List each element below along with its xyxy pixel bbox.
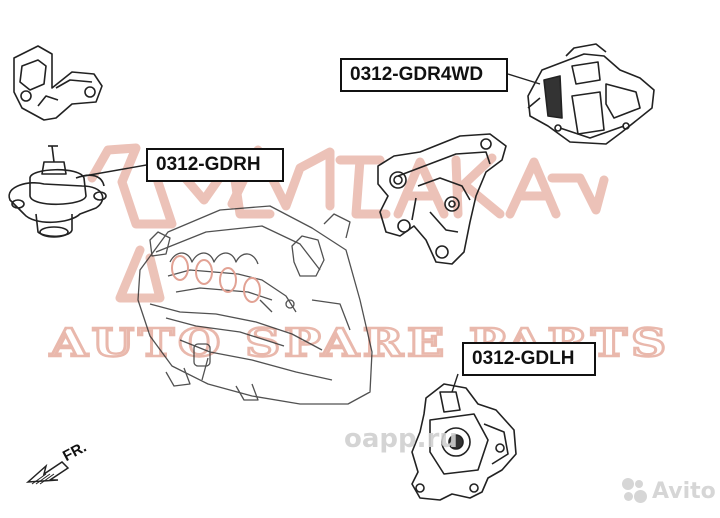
leader-lines [83, 73, 541, 393]
mount-gdrh [8, 145, 107, 238]
mount-bracket-top-left [13, 45, 103, 121]
mount-gdlh [411, 383, 517, 501]
engine-highlight [171, 255, 261, 303]
avito-logo-icon [622, 478, 648, 504]
arrow-icon [25, 461, 70, 485]
corner-watermark-left: oapp.ru [344, 424, 458, 454]
corner-watermark-right: Avito [622, 478, 716, 504]
engine-bracket-center [377, 133, 507, 265]
part-label-gdlh: 0312-GDLH [462, 342, 596, 376]
part-label-gdr4wd: 0312-GDR4WD [340, 58, 508, 92]
part-label-gdrh: 0312-GDRH [146, 148, 284, 182]
avito-wordmark: Avito [652, 478, 716, 504]
engine-block [137, 205, 373, 405]
mount-gdr4wd [527, 43, 655, 145]
